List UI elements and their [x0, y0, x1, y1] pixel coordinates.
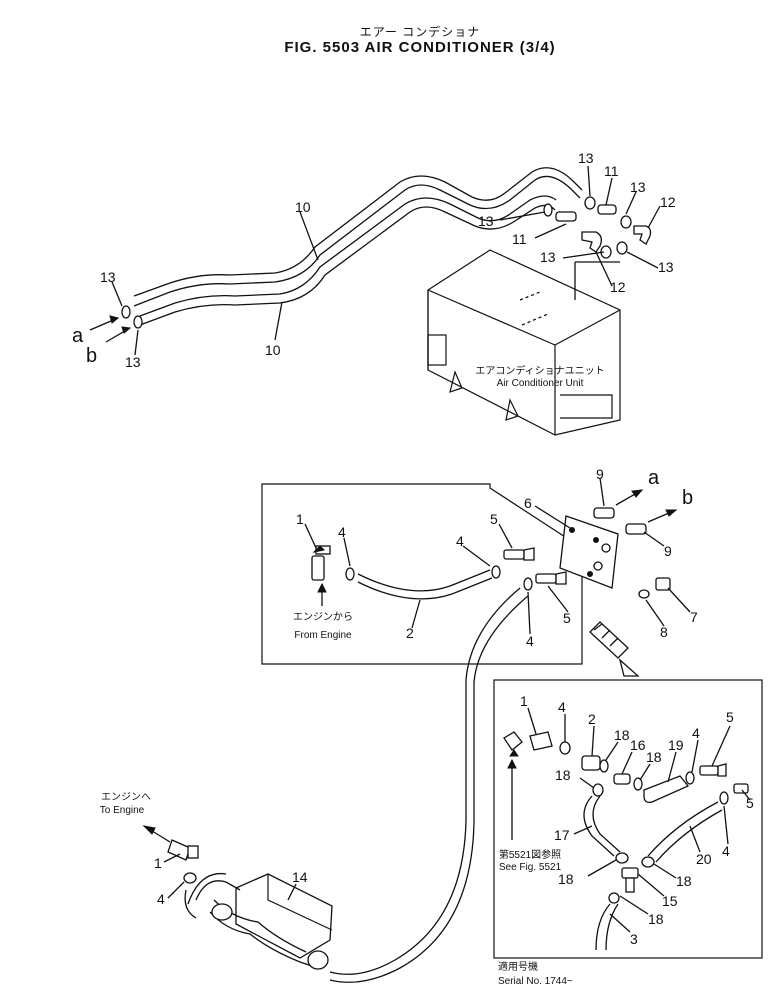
fitting-part-9-b — [625, 509, 678, 535]
valve-part-1-middle — [311, 545, 331, 606]
label-part-13-left-a: 13 — [100, 269, 116, 285]
label-part-8: 8 — [660, 624, 668, 640]
label-part-4-detail-a: 4 — [558, 699, 566, 715]
valve-part-1-bottom — [142, 825, 199, 861]
title-japanese: エアー コンデショナ — [360, 24, 481, 39]
label-part-11-r1: 11 — [604, 163, 619, 179]
leader-lines-middle — [304, 477, 691, 635]
label-part-15: 15 — [662, 893, 678, 909]
bolt-part-7 — [655, 577, 671, 591]
label-part-4-middle-a: 4 — [338, 524, 346, 540]
fitting-part-9-a — [593, 489, 644, 519]
label-part-9-b: 9 — [664, 543, 672, 559]
label-part-18-detail-a: 18 — [614, 727, 630, 743]
label-part-4-detail-c: 4 — [722, 843, 730, 859]
washer-part-4-bottom — [183, 872, 197, 884]
label-letter-b-middle: b — [682, 487, 693, 509]
label-part-13-r5: 13 — [658, 259, 674, 275]
see-fig-jp: 第5521図参照 — [499, 848, 561, 861]
label-part-9-a: 9 — [596, 466, 604, 482]
figure-title: FIG. 5503 AIR CONDITIONER (3/4) — [284, 39, 555, 56]
label-part-3: 3 — [630, 931, 638, 947]
label-part-17: 17 — [554, 827, 570, 843]
leader-lines-top — [111, 165, 661, 356]
air-conditioner-unit — [427, 249, 621, 436]
label-part-5-detail-b: 5 — [746, 795, 754, 811]
label-part-13-r2: 13 — [630, 179, 646, 195]
label-part-18-detail-e: 18 — [676, 873, 692, 889]
label-part-5-middle-b: 5 — [563, 610, 571, 626]
direction-arrow-hatched — [589, 621, 640, 677]
label-part-12-r2: 12 — [610, 279, 626, 295]
label-part-1-middle: 1 — [296, 511, 304, 527]
pipe-10-lower — [139, 195, 557, 326]
fitting-part-5-upper — [503, 547, 535, 561]
fitting-part-5-lower — [523, 571, 567, 591]
heater-hose-long — [329, 587, 529, 983]
label-part-1-detail: 1 — [520, 693, 528, 709]
fitting-13-left-b — [105, 315, 143, 343]
detail-frame-bottom-right — [493, 679, 763, 959]
from-engine-label: From Engine — [294, 630, 352, 641]
hose-part-20 — [641, 801, 723, 868]
label-part-1-bottom: 1 — [154, 855, 162, 871]
label-part-19: 19 — [668, 737, 684, 753]
to-engine-label: To Engine — [100, 805, 145, 816]
label-part-13-r3: 13 — [478, 213, 494, 229]
label-part-13-r4: 13 — [540, 249, 556, 265]
detail-fittings — [559, 741, 749, 805]
label-letter-a-middle: a — [648, 467, 660, 489]
pipe-10-upper — [133, 167, 583, 307]
label-part-14: 14 — [292, 869, 308, 885]
heater-part-14 — [184, 872, 333, 970]
label-part-18-detail-b: 18 — [555, 767, 571, 783]
valve-part-1-detail — [503, 731, 553, 840]
label-part-13-r1: 13 — [578, 150, 594, 166]
label-letter-b-top: b — [86, 345, 97, 367]
label-part-10-lower: 10 — [265, 342, 281, 358]
label-part-10-upper: 10 — [295, 199, 311, 215]
label-part-20: 20 — [696, 851, 712, 867]
label-part-6: 6 — [524, 495, 532, 511]
tee-part-15 — [621, 867, 639, 893]
label-part-5-middle-a: 5 — [490, 511, 498, 527]
leader-lines-bottom-left — [163, 853, 297, 901]
label-part-18-detail-d: 18 — [558, 871, 574, 887]
unit-label: Air Conditioner Unit — [497, 378, 584, 389]
hose-part-2 — [345, 565, 501, 600]
bracket-part-6 — [559, 515, 619, 589]
label-part-4-middle-b: 4 — [456, 533, 464, 549]
label-part-18-detail-f: 18 — [648, 911, 664, 927]
see-fig-label: See Fig. 5521 — [499, 862, 562, 873]
serial-jp: 適用号機 — [498, 960, 538, 973]
label-letter-a-top: a — [72, 325, 84, 347]
label-part-18-detail-c: 18 — [646, 749, 662, 765]
label-part-11-r2: 11 — [512, 231, 527, 247]
label-part-4-bottom: 4 — [157, 891, 165, 907]
label-part-5-detail-a: 5 — [726, 709, 734, 725]
label-part-13-left-b: 13 — [125, 354, 141, 370]
label-part-16: 16 — [630, 737, 646, 753]
label-part-7: 7 — [690, 609, 698, 625]
label-part-2-detail: 2 — [588, 711, 596, 727]
serial-number: Serial No. 1744~ — [498, 976, 573, 987]
fitting-13-left-a — [89, 305, 131, 331]
hose-part-3 — [595, 892, 620, 951]
hose-part-17 — [583, 783, 629, 864]
label-part-4-detail-b: 4 — [692, 725, 700, 741]
label-part-12-r1: 12 — [660, 194, 676, 210]
unit-label-jp: エアコンディショナユニット — [475, 364, 604, 377]
from-engine-jp: エンジンから — [293, 611, 353, 623]
leader-lines-bottom-right — [527, 707, 751, 933]
to-engine-jp: エンジンへ — [101, 792, 151, 803]
washer-part-8 — [638, 589, 650, 599]
label-part-2-middle: 2 — [406, 625, 414, 641]
label-part-4-middle-c: 4 — [526, 633, 534, 649]
fitting-cluster-upper — [543, 196, 652, 245]
